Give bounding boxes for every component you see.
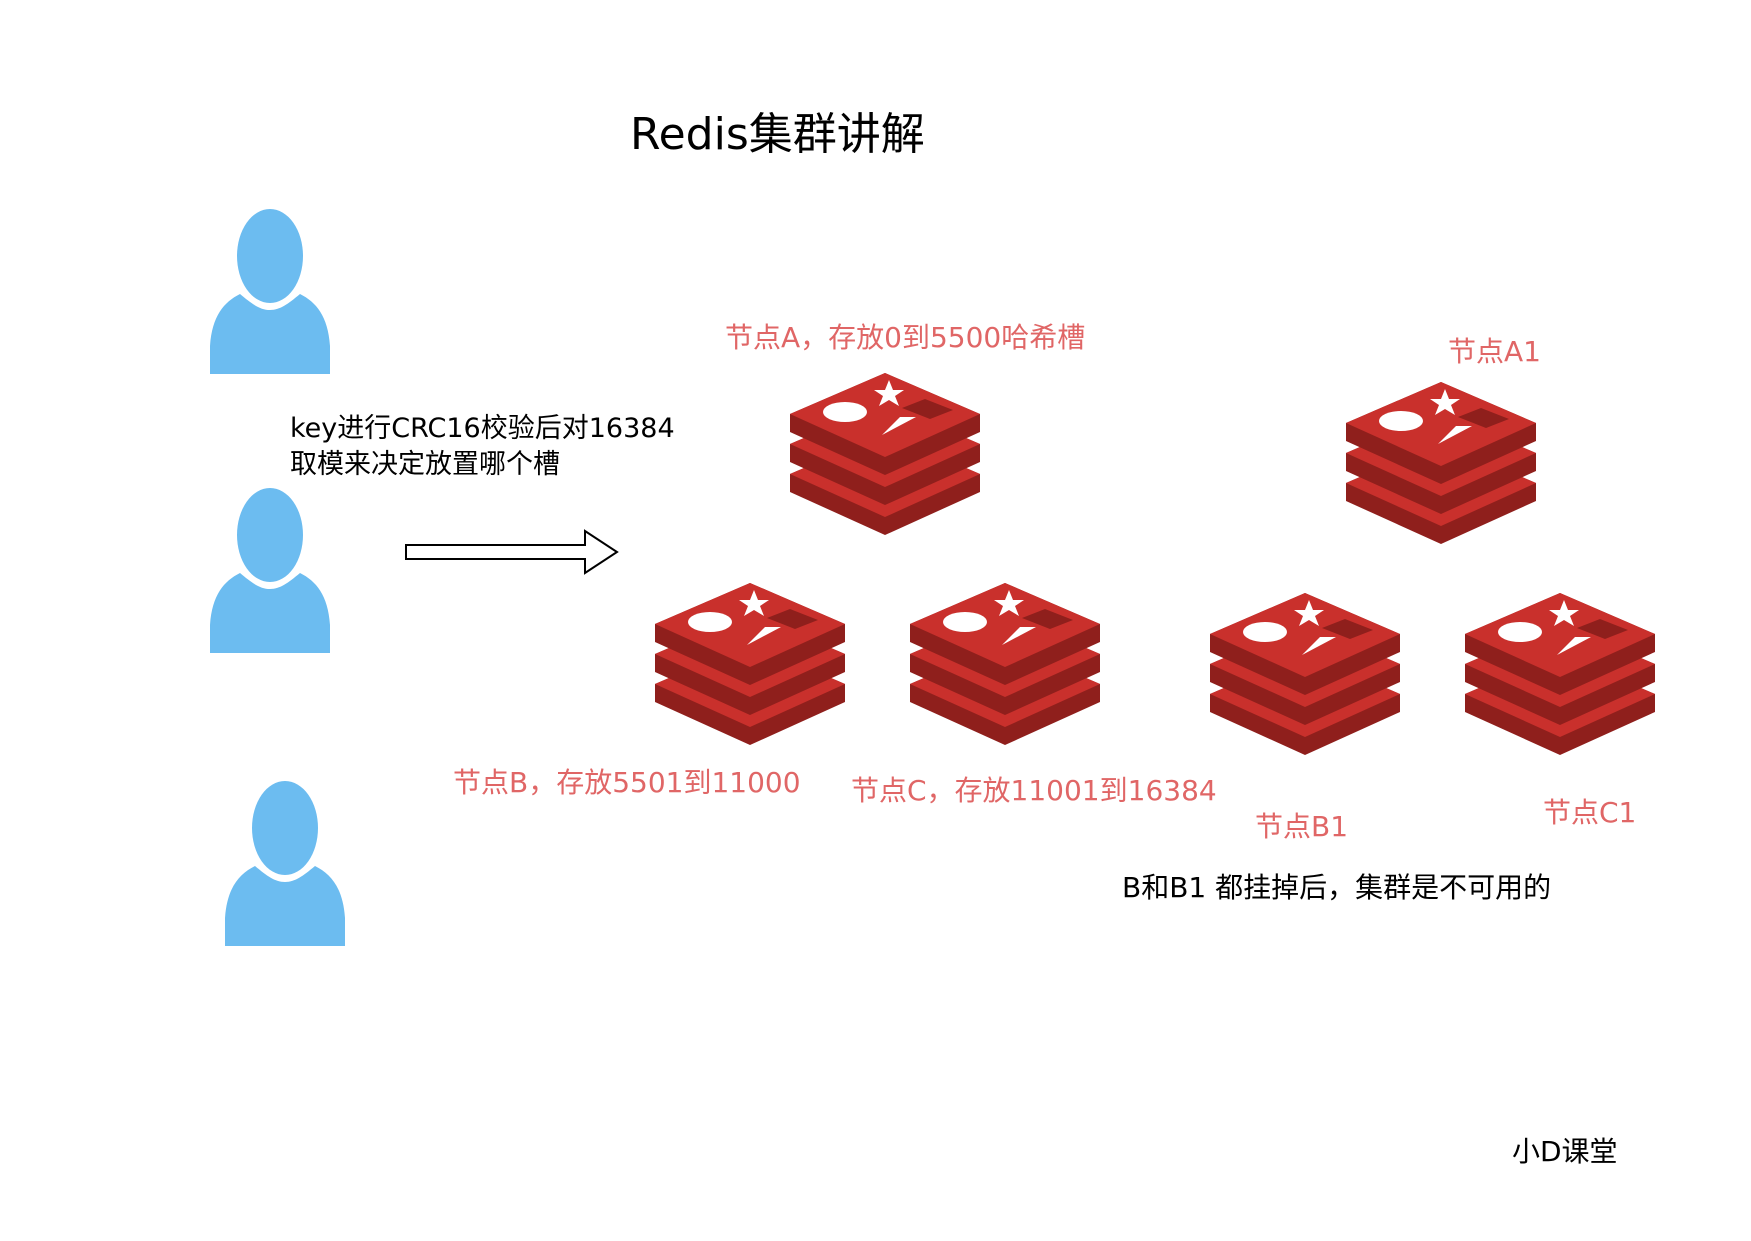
user-3 xyxy=(225,778,345,946)
redis-node-c xyxy=(910,583,1100,745)
redis-node-a xyxy=(790,373,980,535)
right-arrow-icon xyxy=(405,529,619,575)
page-title: Redis集群讲解 xyxy=(630,109,925,160)
arrow xyxy=(404,528,620,576)
redis-node-b xyxy=(655,583,845,745)
node-a1-label: 节点A1 xyxy=(1448,335,1541,368)
redis-logo-icon xyxy=(1465,593,1655,755)
hash-slot-description: key进行CRC16校验后对16384 取模来决定放置哪个槽 xyxy=(290,411,675,483)
redis-logo-icon xyxy=(1210,593,1400,755)
node-b-label: 节点B，存放5501到11000 xyxy=(453,766,801,799)
node-c1-label: 节点C1 xyxy=(1543,796,1637,829)
redis-logo-icon xyxy=(910,583,1100,745)
redis-logo-icon xyxy=(1346,382,1536,544)
node-b1-label: 节点B1 xyxy=(1255,810,1349,843)
redis-node-a1 xyxy=(1346,382,1536,544)
user-avatar-icon xyxy=(225,778,345,946)
description-line-2: 取模来决定放置哪个槽 xyxy=(290,449,560,480)
description-line-1: key进行CRC16校验后对16384 xyxy=(290,413,675,444)
redis-node-c1 xyxy=(1465,593,1655,755)
node-a-label: 节点A，存放0到5500哈希槽 xyxy=(725,321,1086,354)
user-2 xyxy=(210,485,330,653)
redis-node-b1 xyxy=(1210,593,1400,755)
failure-note: B和B1 都挂掉后，集群是不可用的 xyxy=(1122,871,1552,904)
user-avatar-icon xyxy=(210,485,330,653)
node-c-label: 节点C，存放11001到16384 xyxy=(851,774,1217,807)
redis-logo-icon xyxy=(790,373,980,535)
redis-logo-icon xyxy=(655,583,845,745)
user-avatar-icon xyxy=(210,206,330,374)
user-1 xyxy=(210,206,330,374)
brand-watermark: 小D课堂 xyxy=(1512,1135,1618,1168)
